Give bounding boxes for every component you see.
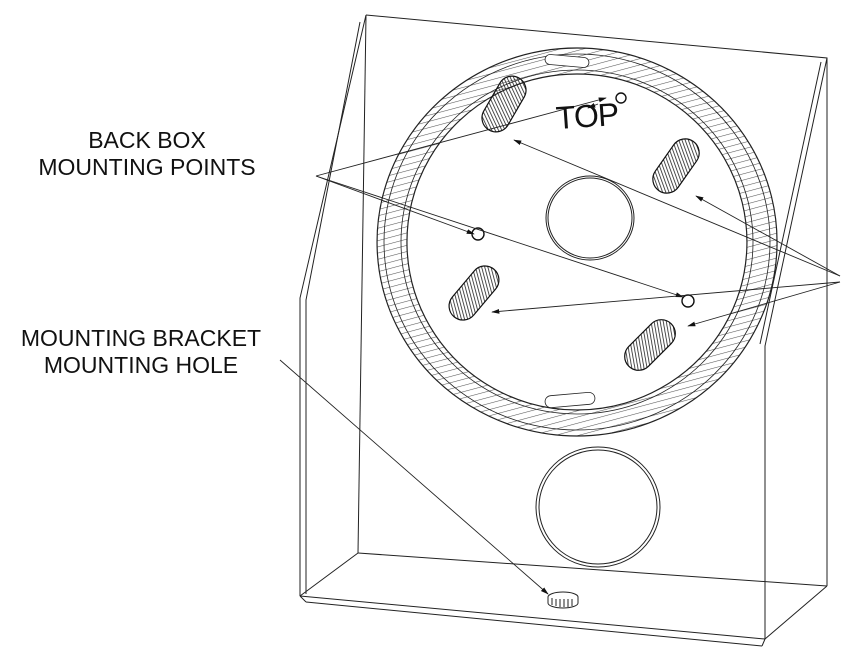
bracket-label: MOUNTING BRACKET MOUNTING HOLE: [6, 325, 276, 379]
back-box-label-line1: BACK BOX: [88, 127, 206, 153]
mounting-slots: [448, 75, 700, 371]
bracket-label-line1: MOUNTING BRACKET: [20, 325, 262, 351]
leader-right-4: [687, 281, 841, 327]
back-box-ring: [376, 47, 778, 437]
leader-lines: [279, 97, 841, 595]
bracket-body: [299, 14, 828, 647]
leader-backbox-3: [315, 175, 684, 298]
mounting-point-top: [615, 92, 627, 104]
slot-bottom-left: [448, 265, 500, 321]
leader-right-2: [695, 195, 841, 277]
bracket-label-line2: MOUNTING HOLE: [43, 352, 239, 378]
leader-right-3: [491, 281, 841, 314]
slot-top-left: [481, 75, 527, 133]
mounting-points: [471, 92, 695, 308]
top-marker-label: TOP: [554, 95, 620, 137]
leader-top: [587, 103, 599, 109]
center-hole: [545, 175, 635, 261]
slot-top-right: [652, 138, 700, 194]
back-box-label: BACK BOX MOUNTING POINTS: [24, 127, 270, 181]
mounting-point-right: [681, 294, 695, 308]
leader-right-1: [513, 139, 841, 277]
lower-hole: [535, 446, 661, 568]
leader-bracket: [279, 359, 549, 595]
bracket-mounting-hole: [547, 591, 579, 609]
slot-bottom-right: [624, 319, 676, 371]
back-box-label-line2: MOUNTING POINTS: [38, 154, 256, 180]
leader-backbox-2: [315, 175, 475, 235]
leader-backbox-1: [315, 97, 607, 177]
